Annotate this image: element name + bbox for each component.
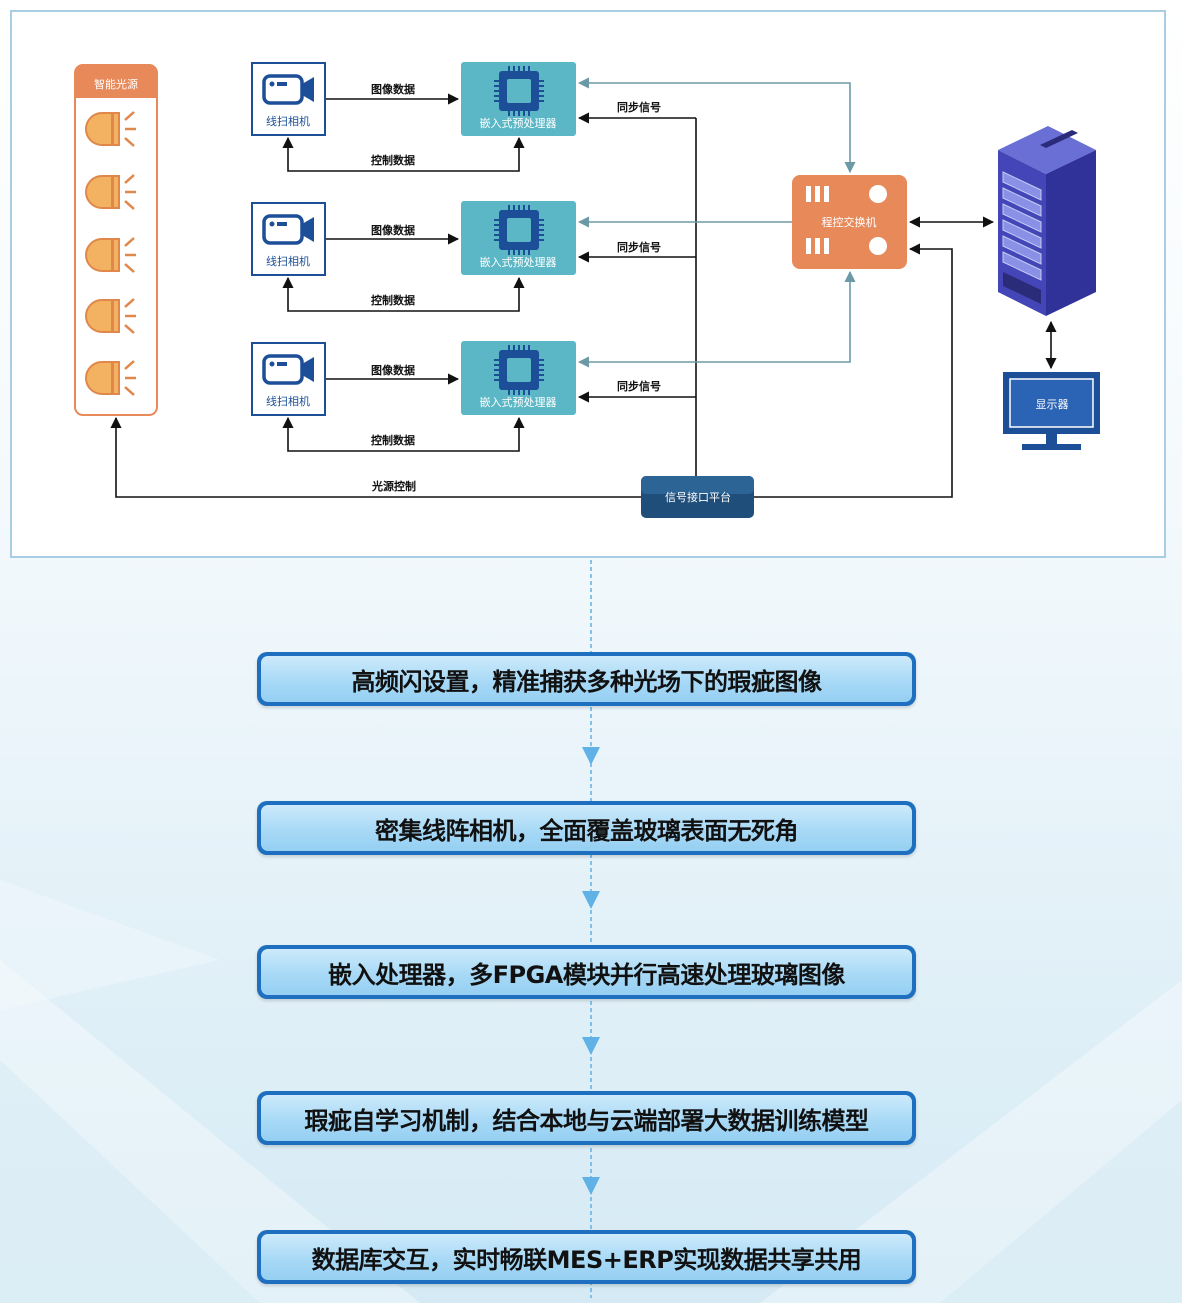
light-source-title: 智能光源 xyxy=(94,77,138,91)
processor-label: 嵌入式预处理器 xyxy=(480,117,557,130)
monitor-label: 显示器 xyxy=(1036,398,1069,411)
camera-label: 线扫相机 xyxy=(266,254,310,268)
chip-icon xyxy=(494,205,544,255)
bulb-icon xyxy=(85,360,136,396)
edge-label-sync-signal: 同步信号 xyxy=(617,379,661,393)
feature-step: 数据库交互，实时畅联MES+ERP实现数据共享共用 xyxy=(257,1230,916,1284)
line-scan-camera: 线扫相机 xyxy=(251,202,326,276)
system-diagram: 智能光源 线扫相机 xyxy=(74,62,1100,518)
embedded-preprocessor: 嵌入式预处理器 xyxy=(461,62,576,136)
bulb-icon xyxy=(85,237,136,273)
video-camera-icon xyxy=(262,74,314,105)
feature-step-text: 高频闪设置，精准捕获多种光场下的瑕疵图像 xyxy=(261,656,912,702)
video-camera-icon xyxy=(262,214,314,245)
processor-label: 嵌入式预处理器 xyxy=(480,256,557,269)
flow-arrow-icon xyxy=(582,1037,600,1055)
platform-label: 信号接口平台 xyxy=(665,490,731,504)
bulb-icon xyxy=(85,298,136,334)
chip-icon xyxy=(494,345,544,395)
camera-label: 线扫相机 xyxy=(266,394,310,408)
feature-step: 密集线阵相机，全面覆盖玻璃表面无死角 xyxy=(257,801,916,855)
processor-label: 嵌入式预处理器 xyxy=(480,396,557,409)
feature-step-text: 嵌入处理器，多FPGA模块并行高速处理玻璃图像 xyxy=(261,949,912,995)
edge-label-control-data: 控制数据 xyxy=(371,433,415,447)
edge-label-sync-signal: 同步信号 xyxy=(617,240,661,254)
flow-arrow-icon xyxy=(582,1177,600,1195)
edge-label-image-data: 图像数据 xyxy=(371,82,415,96)
edge-label-light-control: 光源控制 xyxy=(371,479,416,493)
signal-interface-platform: 信号接口平台 xyxy=(641,476,754,518)
edge-label-control-data: 控制数据 xyxy=(371,293,415,307)
feature-step: 瑕疵自学习机制，结合本地与云端部署大数据训练模型 xyxy=(257,1091,916,1145)
edge-label-image-data: 图像数据 xyxy=(371,223,415,237)
server-rack-icon xyxy=(998,126,1096,316)
edge-label-image-data: 图像数据 xyxy=(371,363,415,377)
switch-label: 程控交换机 xyxy=(822,215,877,229)
edge-label-control-data: 控制数据 xyxy=(371,153,415,167)
camera-label: 线扫相机 xyxy=(266,114,310,128)
feature-step: 嵌入处理器，多FPGA模块并行高速处理玻璃图像 xyxy=(257,945,916,999)
bulb-icon xyxy=(85,174,136,210)
bulb-icon xyxy=(85,111,136,147)
video-camera-icon xyxy=(262,354,314,385)
chip-icon xyxy=(494,66,544,116)
embedded-preprocessor: 嵌入式预处理器 xyxy=(461,201,576,275)
programmable-switch: 程控交换机 xyxy=(792,175,907,269)
edge-label-sync-signal: 同步信号 xyxy=(617,100,661,114)
feature-step: 高频闪设置，精准捕获多种光场下的瑕疵图像 xyxy=(257,652,916,706)
embedded-preprocessor: 嵌入式预处理器 xyxy=(461,341,576,415)
monitor-icon: 显示器 xyxy=(1003,372,1100,450)
feature-step-text: 密集线阵相机，全面覆盖玻璃表面无死角 xyxy=(261,805,912,851)
line-scan-camera: 线扫相机 xyxy=(251,342,326,416)
flow-arrow-icon xyxy=(582,747,600,765)
line-scan-camera: 线扫相机 xyxy=(251,62,326,136)
feature-step-text: 数据库交互，实时畅联MES+ERP实现数据共享共用 xyxy=(261,1234,912,1280)
flow-arrow-icon xyxy=(582,891,600,909)
feature-step-text: 瑕疵自学习机制，结合本地与云端部署大数据训练模型 xyxy=(261,1095,912,1141)
